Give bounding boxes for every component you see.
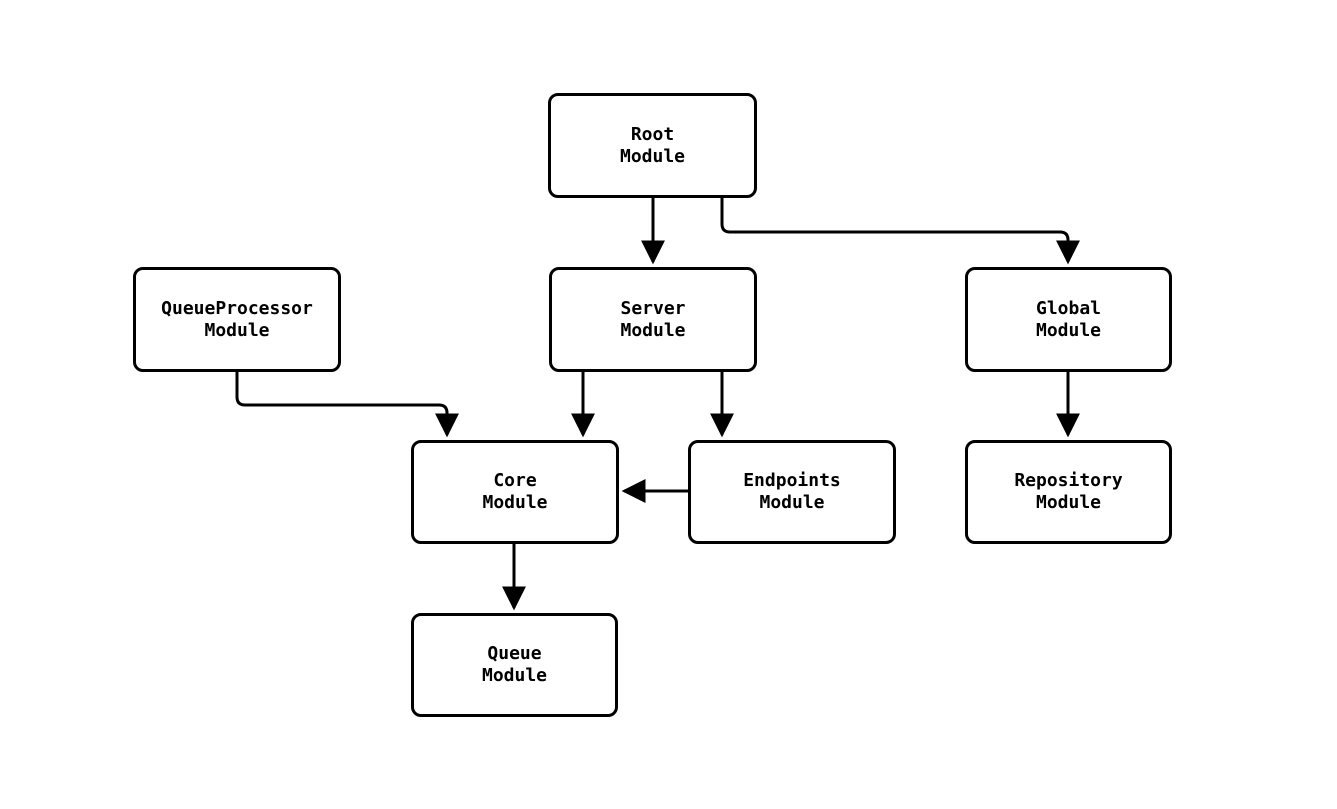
node-queue-module: Queue Module bbox=[411, 613, 618, 717]
node-label-line2: Module bbox=[1035, 492, 1102, 513]
node-label-line1: Core bbox=[493, 470, 537, 491]
node-label-line2: Module bbox=[619, 145, 686, 167]
node-label-line2: Module bbox=[620, 319, 686, 341]
node-label-line2: Module bbox=[1035, 319, 1102, 341]
edge-queueprocessor-to-core bbox=[235, 372, 459, 438]
node-core-module: Core Module bbox=[411, 440, 619, 544]
node-label-line1: Server bbox=[620, 297, 686, 319]
node-label-line1: Endpoints bbox=[743, 470, 841, 491]
node-label-line1: Queue bbox=[487, 643, 542, 664]
node-global-module: Global Module bbox=[965, 267, 1172, 372]
node-server-module: Server Module bbox=[549, 267, 757, 372]
edge-root-to-global bbox=[720, 198, 1080, 265]
node-endpoints-module: Endpoints Module bbox=[688, 440, 896, 544]
node-label-line2: Module bbox=[481, 665, 548, 686]
node-label-line2: Module bbox=[482, 492, 548, 513]
node-root-module: Root Module bbox=[548, 93, 757, 198]
node-label-line1: QueueProcessor bbox=[161, 297, 313, 319]
node-label-line2: Module bbox=[204, 319, 270, 341]
node-label-line1: Root bbox=[630, 123, 675, 145]
node-label-line1: Repository bbox=[1014, 470, 1123, 491]
node-queueprocessor-module: QueueProcessor Module bbox=[133, 267, 341, 372]
node-label-line2: Module bbox=[759, 492, 825, 513]
node-repository-module: Repository Module bbox=[965, 440, 1172, 544]
node-label-line1: Global bbox=[1035, 297, 1102, 319]
